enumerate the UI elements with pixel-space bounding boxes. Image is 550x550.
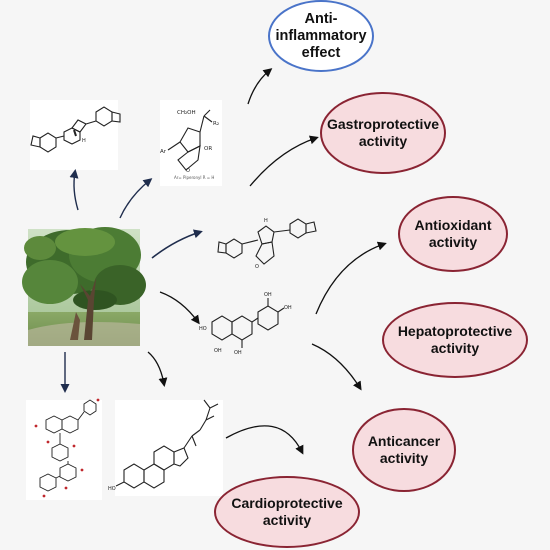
svg-text:OH: OH [284, 305, 292, 311]
effect-antioxidant: Antioxidant activity [398, 196, 508, 272]
arrow-to-cardioprotective [225, 425, 304, 455]
svg-text:H: H [82, 138, 86, 144]
svg-text:Ar: Ar [160, 149, 167, 155]
steroid-panel [115, 400, 223, 496]
svg-text:O: O [186, 168, 190, 174]
effect-antioxidant-label: Antioxidant activity [414, 217, 492, 250]
arrow-plant-to-steroid [147, 351, 168, 387]
effect-anti-inflammatory-label: Anti-inflammatory effect [275, 10, 367, 61]
arrow-to-antioxidant [315, 241, 387, 315]
effect-anti-inflammatory: Anti-inflammatory effect [268, 0, 374, 72]
lignan-structure-2: CH₂OH R₂ OR Ar O Ar= Piperonyl R = H [160, 109, 219, 180]
effect-hepatoprotective-label: Hepatoprotective activity [397, 323, 513, 356]
lignan-panel-top-middle [160, 100, 222, 186]
svg-text:CH₂OH: CH₂OH [177, 110, 196, 116]
glycoside-panel [26, 400, 102, 500]
arrow-plant-to-lignan1 [69, 169, 79, 211]
flavonoid-structure: OH OH OH HO OH [199, 292, 292, 356]
effect-cardioprotective-label: Cardioprotective activity [231, 495, 343, 528]
effect-cardioprotective: Cardioprotective activity [214, 476, 360, 548]
svg-text:H: H [264, 218, 268, 224]
effect-gastroprotective: Gastroprotective activity [320, 92, 446, 174]
lignan-structure-3: H O [217, 218, 317, 270]
arrow-plant-to-lignan2 [119, 178, 153, 219]
svg-text:Ar= Piperonyl R = H: Ar= Piperonyl R = H [174, 175, 214, 180]
svg-text:OR: OR [204, 146, 212, 152]
svg-text:R₂: R₂ [213, 121, 219, 127]
arrow-plant-to-flavonoid [159, 291, 200, 325]
arrow-to-anti-inflammatory [247, 68, 273, 105]
svg-text:OH: OH [234, 350, 242, 356]
lignan-structure-1: H [30, 106, 121, 153]
effect-anticancer-label: Anticancer activity [367, 433, 441, 466]
svg-text:OH: OH [214, 348, 222, 354]
steroid-structure: HO [108, 399, 219, 492]
effect-gastroprotective-label: Gastroprotective activity [326, 116, 440, 149]
effect-hepatoprotective: Hepatoprotective activity [382, 302, 528, 378]
effect-anticancer: Anticancer activity [352, 408, 456, 492]
svg-text:OH: OH [264, 292, 272, 298]
svg-text:HO: HO [108, 486, 116, 492]
glycoside-structure [34, 398, 100, 498]
arrow-to-gastroprotective [249, 135, 319, 187]
svg-text:O: O [255, 264, 259, 270]
arrow-plant-to-lignan3 [151, 229, 203, 259]
arrow-to-anticancer [311, 343, 362, 391]
svg-text:HO: HO [199, 326, 207, 332]
